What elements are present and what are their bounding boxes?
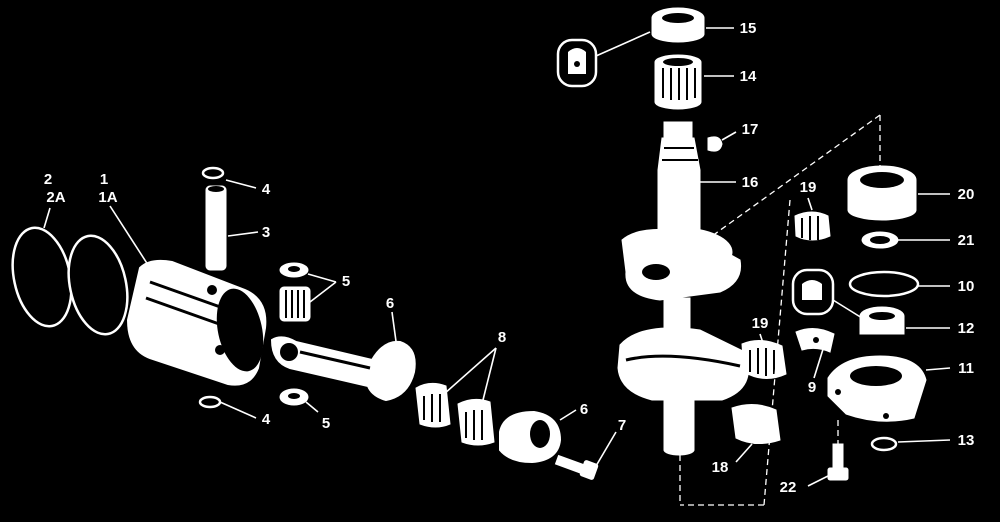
ball-bearing-part	[847, 165, 917, 221]
label-13: 13	[958, 432, 975, 449]
label-1: 1	[100, 171, 108, 188]
sealant-callout-icon	[556, 31, 651, 88]
callout-labels: 2 2A 1 1A 3 4 4 5 5 6 6 7 8 9 10 11 12 1…	[44, 20, 975, 496]
leader-lines	[43, 27, 951, 487]
label-16: 16	[742, 174, 759, 191]
label-9: 9	[808, 379, 816, 396]
crankshaft-part	[617, 121, 749, 456]
label-21: 21	[958, 232, 975, 249]
label-4-bottom: 4	[262, 411, 271, 428]
label-11: 11	[958, 360, 974, 377]
label-2a: 2A	[46, 189, 65, 206]
sealant-callout-icon	[791, 268, 863, 319]
crankshaft-top-seal-part	[651, 7, 705, 43]
label-7: 7	[618, 417, 626, 434]
label-14: 14	[740, 68, 757, 85]
piston-ring-part	[11, 226, 129, 336]
label-15: 15	[740, 20, 757, 37]
bearing-race-part	[795, 328, 835, 353]
label-20: 20	[958, 186, 975, 203]
o-ring-part	[848, 270, 920, 298]
label-22: 22	[780, 479, 797, 496]
crankshaft-top-bearing-part	[654, 54, 702, 110]
snap-ring-part	[861, 231, 899, 249]
housing-screw-part	[827, 443, 849, 481]
woodruff-key-part	[707, 136, 723, 152]
wrist-pin-bearing-part	[279, 262, 311, 406]
center-main-bearing-part	[731, 340, 787, 444]
label-1a: 1A	[98, 189, 117, 206]
label-17: 17	[742, 121, 759, 138]
label-6-rod: 6	[386, 295, 394, 312]
washer-part	[870, 436, 898, 452]
label-18: 18	[712, 459, 729, 476]
label-12: 12	[958, 320, 975, 337]
label-19-center: 19	[752, 315, 769, 332]
rod-bolt-part	[554, 454, 599, 480]
connecting-rod-cap-part	[499, 410, 562, 464]
assembly-guide-lines	[675, 114, 881, 506]
label-10: 10	[958, 278, 975, 295]
label-6-cap: 6	[580, 401, 588, 418]
label-5-bottom: 5	[322, 415, 330, 432]
piston-part	[126, 259, 267, 386]
label-3: 3	[262, 224, 270, 241]
lower-bearing-cage-part	[794, 211, 831, 241]
piston-pin-part	[205, 185, 227, 271]
label-4-top: 4	[262, 181, 271, 198]
lower-seal-part	[859, 306, 905, 335]
label-5-top: 5	[342, 273, 350, 290]
label-8: 8	[498, 329, 506, 346]
label-19-upper: 19	[800, 179, 817, 196]
rod-bearing-cage-part	[415, 382, 495, 446]
lower-bearing-housing-part	[827, 355, 927, 422]
connecting-rod-part	[270, 336, 416, 402]
label-2: 2	[44, 171, 52, 188]
